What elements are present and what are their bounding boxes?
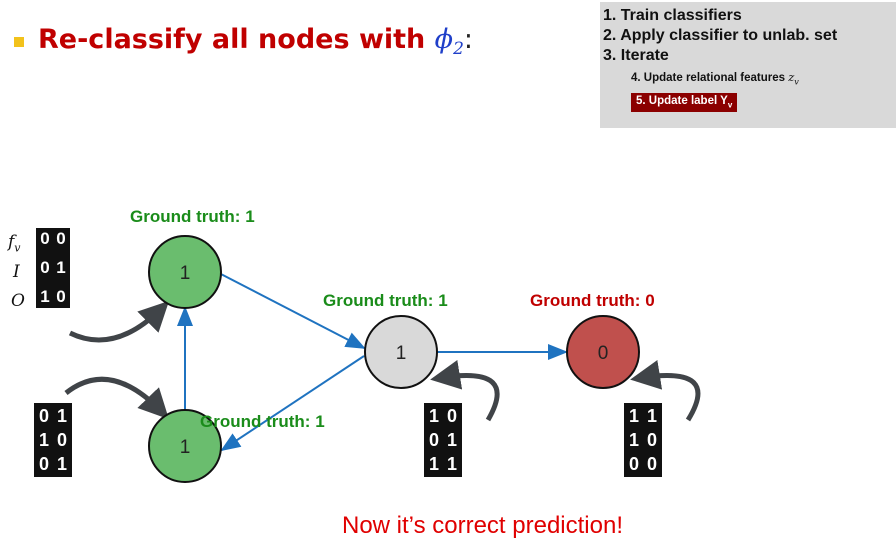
- matrix-cell: 1: [426, 453, 442, 475]
- feature-arrow-top-left: [68, 300, 170, 343]
- node-bottom-left: [148, 409, 222, 483]
- matrix-cell: 0: [426, 429, 442, 451]
- node-right: [566, 315, 640, 389]
- matrix-cell: 0: [36, 453, 52, 475]
- feature-arrow-bottom-left: [64, 376, 169, 420]
- node-bottom-left-label: 1: [180, 437, 191, 458]
- matrix-cell: 0: [644, 453, 660, 475]
- feature-arrow-middle: [430, 359, 500, 422]
- matrix-cell: 0: [626, 453, 642, 475]
- matrix-cell: 0: [444, 405, 460, 427]
- matrix-cell: 0: [644, 429, 660, 451]
- step-4: 4. Update relational features zv: [631, 70, 799, 87]
- matrix-cell: 1: [54, 405, 70, 427]
- matrix-cell: 0: [54, 288, 68, 306]
- matrix-cell: 1: [36, 429, 52, 451]
- matrix-cell: 1: [38, 288, 52, 306]
- matrix-cell: 0: [36, 405, 52, 427]
- edge-middle-bottomleft: [220, 355, 365, 452]
- edge-topleft-middle: [216, 271, 366, 349]
- feature-arrow-right: [630, 360, 701, 422]
- node-middle-label: 1: [396, 343, 407, 364]
- ground-truth-bottom-left: Ground truth: 1: [200, 412, 325, 431]
- node-right-label: 0: [598, 343, 609, 364]
- matrix-cell: 0: [38, 230, 52, 248]
- row-label-o: O: [11, 291, 25, 311]
- slide-title-row: Re-classify all nodes with ϕ2:: [14, 24, 473, 59]
- matrix-cell: 1: [54, 259, 68, 277]
- matrix-cell: 0: [38, 259, 52, 277]
- matrix-cell: 1: [54, 453, 70, 475]
- node-top-left-label: 1: [180, 263, 191, 284]
- title-colon: :: [463, 24, 474, 55]
- slide-title: Re-classify all nodes with ϕ2:: [38, 24, 473, 59]
- phi-symbol: ϕ2: [434, 24, 464, 59]
- row-label-i: I: [13, 262, 20, 282]
- correct-prediction-message: Now it’s correct prediction!: [342, 512, 623, 539]
- ground-truth-middle: Ground truth: 1: [323, 291, 448, 310]
- matrix-cell: 1: [626, 405, 642, 427]
- matrix-cell: 1: [444, 453, 460, 475]
- matrix-cell: 1: [444, 429, 460, 451]
- node-top-left: [148, 235, 222, 309]
- bullet-square: [14, 36, 24, 47]
- matrix-cell: 0: [54, 230, 68, 248]
- title-text: Re-classify all nodes with: [38, 24, 435, 55]
- matrix-cell: 1: [626, 429, 642, 451]
- ground-truth-top-left: Ground truth: 1: [130, 207, 255, 226]
- step-1: 1. Train classifiers: [603, 7, 742, 24]
- row-label-f: fv: [8, 232, 21, 255]
- matrix-cell: 0: [54, 429, 70, 451]
- ground-truth-right: Ground truth: 0: [530, 291, 655, 310]
- matrix-cell: 1: [644, 405, 660, 427]
- steps-box: 1. Train classifiers 2. Apply classifier…: [600, 2, 896, 128]
- step-2: 2. Apply classifier to unlab. set: [603, 27, 838, 44]
- step-5-highlighted: 5. Update label Yv: [631, 93, 738, 112]
- step-3: 3. Iterate: [603, 47, 669, 64]
- matrix-cell: 1: [426, 405, 442, 427]
- node-middle: [364, 315, 438, 389]
